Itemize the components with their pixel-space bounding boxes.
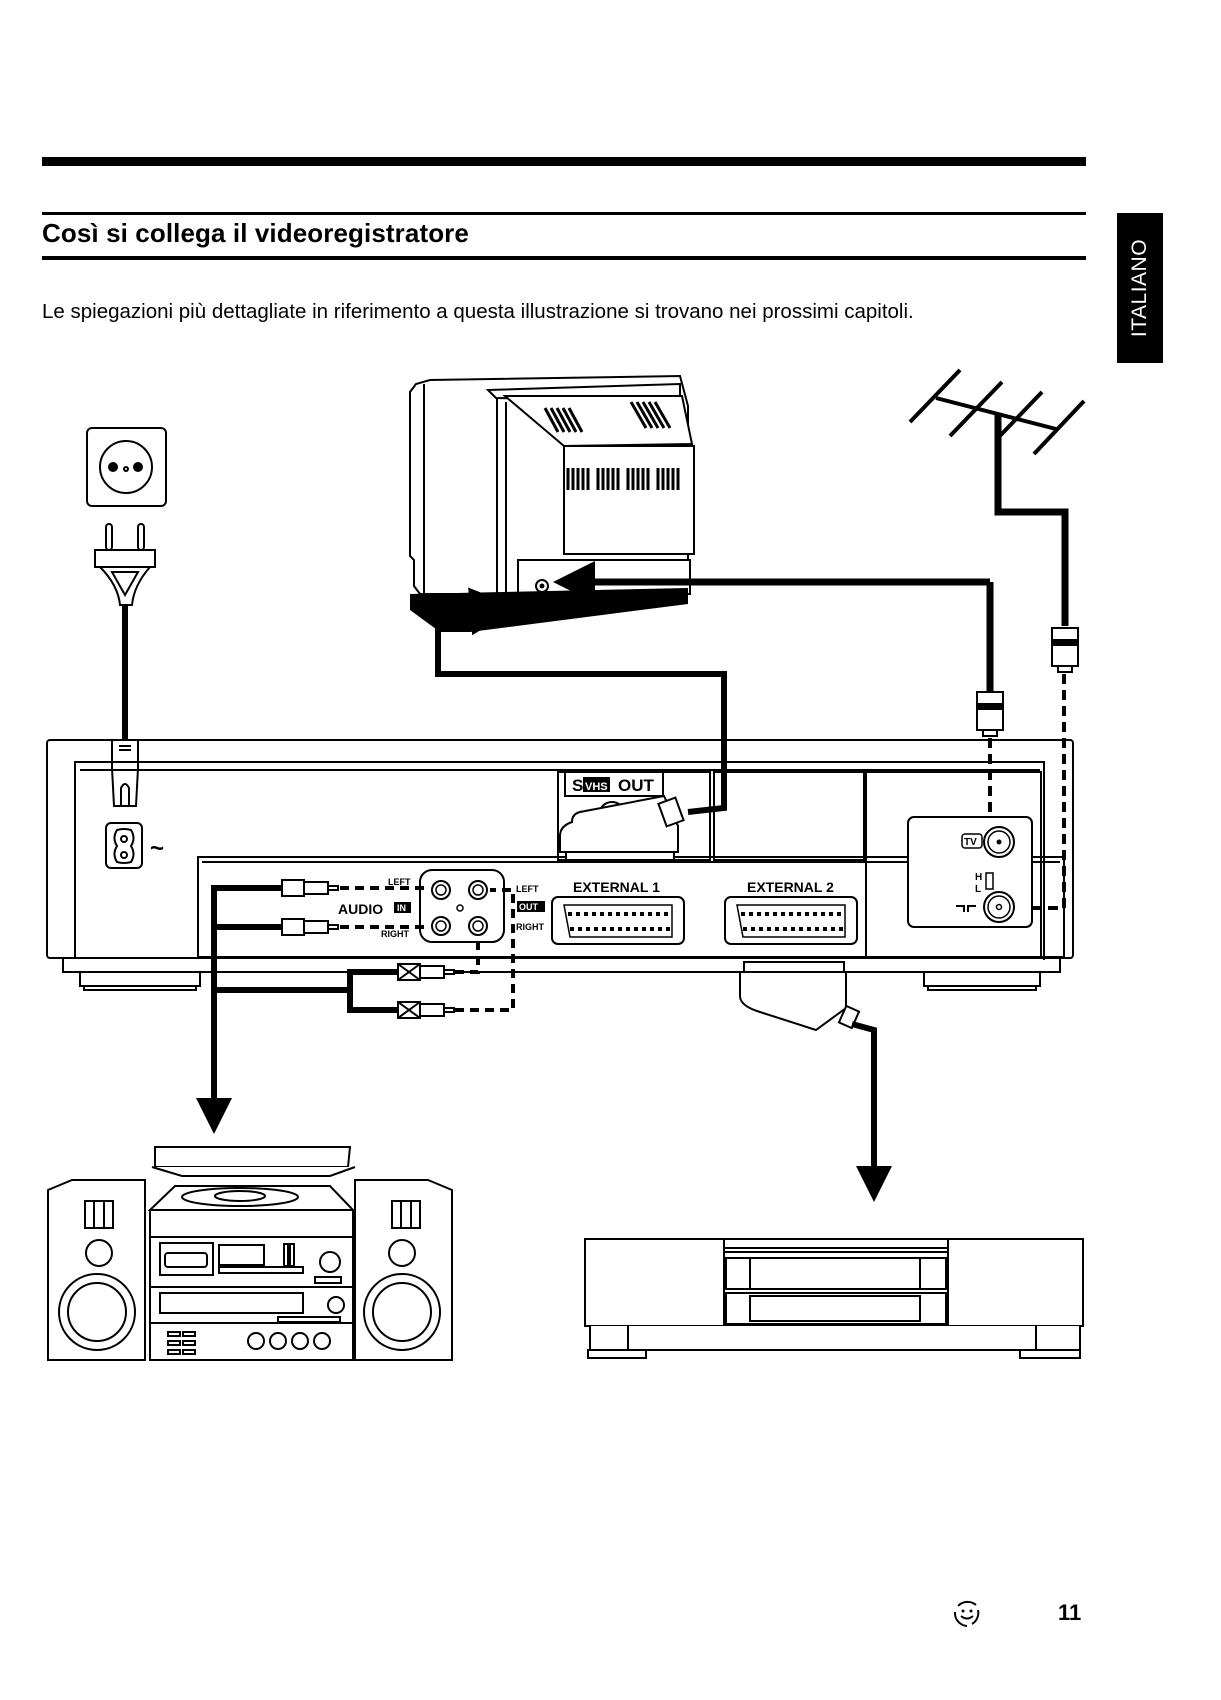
audio-out-right-jack (469, 917, 487, 935)
tv-badge-text: TV (964, 837, 977, 848)
audio-in-left-label: LEFT (388, 877, 411, 887)
scart-socket-ext1-icon (552, 897, 684, 944)
switch-l-label: L (975, 884, 981, 895)
rf-in-dashed-link (1028, 674, 1064, 908)
audio-in-right-label: RIGHT (381, 929, 410, 939)
tv-coax-plug-icon (977, 692, 1003, 736)
audio-out-badge-text: OUT (519, 902, 539, 912)
tv-base-shadow (410, 588, 688, 632)
power-cable (122, 605, 128, 740)
power-inlet-icon (106, 823, 142, 868)
second-vcr-cable (852, 1024, 874, 1160)
antenna-coax-plug-icon (1052, 628, 1078, 672)
svhs-brand-s: S (572, 776, 583, 795)
svhs-brand-vhs: VHS (585, 781, 608, 793)
tv-scart-arrow (463, 608, 510, 612)
power-connector-icon (112, 740, 138, 806)
svhs-out-text: OUT (618, 776, 655, 795)
audio-out-right-label: RIGHT (516, 922, 545, 932)
audio-in-badge-text: IN (397, 903, 406, 913)
page-number: 11 (1058, 1600, 1081, 1626)
switch-h-label: H (975, 872, 982, 883)
external1-label: EXTERNAL 1 (573, 879, 660, 895)
scart-plug-ext2-icon (740, 962, 859, 1030)
rca-plugs-in-icon (282, 880, 338, 935)
hifi-system-icon (48, 1147, 452, 1360)
svhs-out-label: S VHS OUT (565, 772, 663, 796)
ac-symbol: ~ (150, 835, 164, 862)
antenna-icon (910, 370, 1084, 626)
second-video-recorder-icon (585, 1239, 1083, 1358)
antenna-panel (908, 817, 1032, 927)
scart-socket-ext2-icon (725, 897, 857, 944)
wall-socket-icon (87, 428, 166, 506)
audio-in-right-jack (432, 917, 450, 935)
scart-plug-ext1-icon (560, 796, 684, 860)
audio-out-left-label: LEFT (516, 884, 539, 894)
audio-in-left-jack (432, 881, 450, 899)
external2-label: EXTERNAL 2 (747, 879, 834, 895)
tv-antenna-input-icon (536, 580, 548, 592)
mains-plug-icon (95, 524, 155, 605)
audio-label: AUDIO (338, 901, 383, 917)
rca-plugs-out-icon (398, 964, 454, 1018)
audio-out-left-jack (469, 881, 487, 899)
recycle-smiley-icon (950, 1596, 984, 1630)
audio-jack-panel (420, 870, 504, 942)
